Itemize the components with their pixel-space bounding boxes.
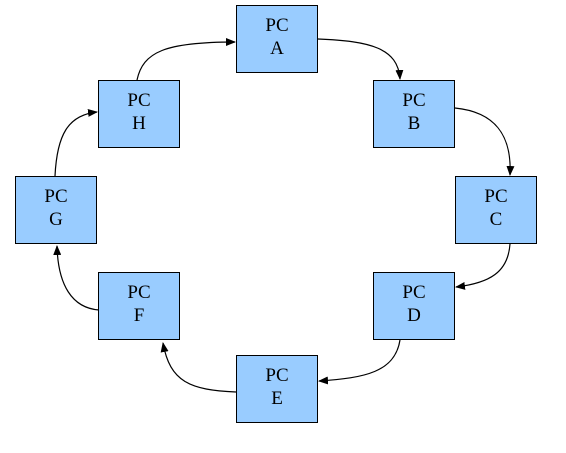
node-label-line1: PC: [127, 282, 151, 303]
node-pc-c: PC C: [455, 176, 537, 244]
node-label-line2: H: [132, 113, 146, 134]
edge-h-to-a: [136, 38, 236, 81]
node-pc-a: PC A: [236, 5, 318, 73]
node-label-line1: PC: [127, 90, 151, 111]
edge-e-to-f: [160, 342, 237, 393]
edge-a-to-b: [317, 38, 404, 80]
node-label-line2: A: [270, 38, 284, 59]
node-pc-f: PC F: [98, 272, 180, 340]
node-pc-d: PC D: [373, 272, 455, 340]
node-label-line1: PC: [265, 15, 289, 36]
node-label-line2: C: [489, 209, 503, 230]
node-label-line1: PC: [44, 186, 68, 207]
node-label-line1: PC: [402, 90, 426, 111]
node-pc-e: PC E: [236, 355, 318, 423]
node-label-line2: G: [49, 209, 63, 230]
node-label-line1: PC: [402, 282, 426, 303]
node-label-line1: PC: [265, 365, 289, 386]
edge-b-to-c: [454, 107, 515, 176]
node-label-line2: F: [133, 305, 145, 326]
node-pc-b: PC B: [373, 80, 455, 148]
edge-c-to-d: [455, 243, 511, 290]
node-pc-g: PC G: [15, 176, 97, 244]
edge-g-to-h: [54, 108, 98, 177]
node-label-line1: PC: [484, 186, 508, 207]
node-pc-h: PC H: [98, 80, 180, 148]
node-label-line2: E: [271, 388, 283, 409]
edge-f-to-g: [53, 245, 100, 311]
edge-d-to-e: [318, 339, 401, 385]
node-label-line2: D: [407, 305, 421, 326]
node-label-line2: B: [407, 113, 421, 134]
